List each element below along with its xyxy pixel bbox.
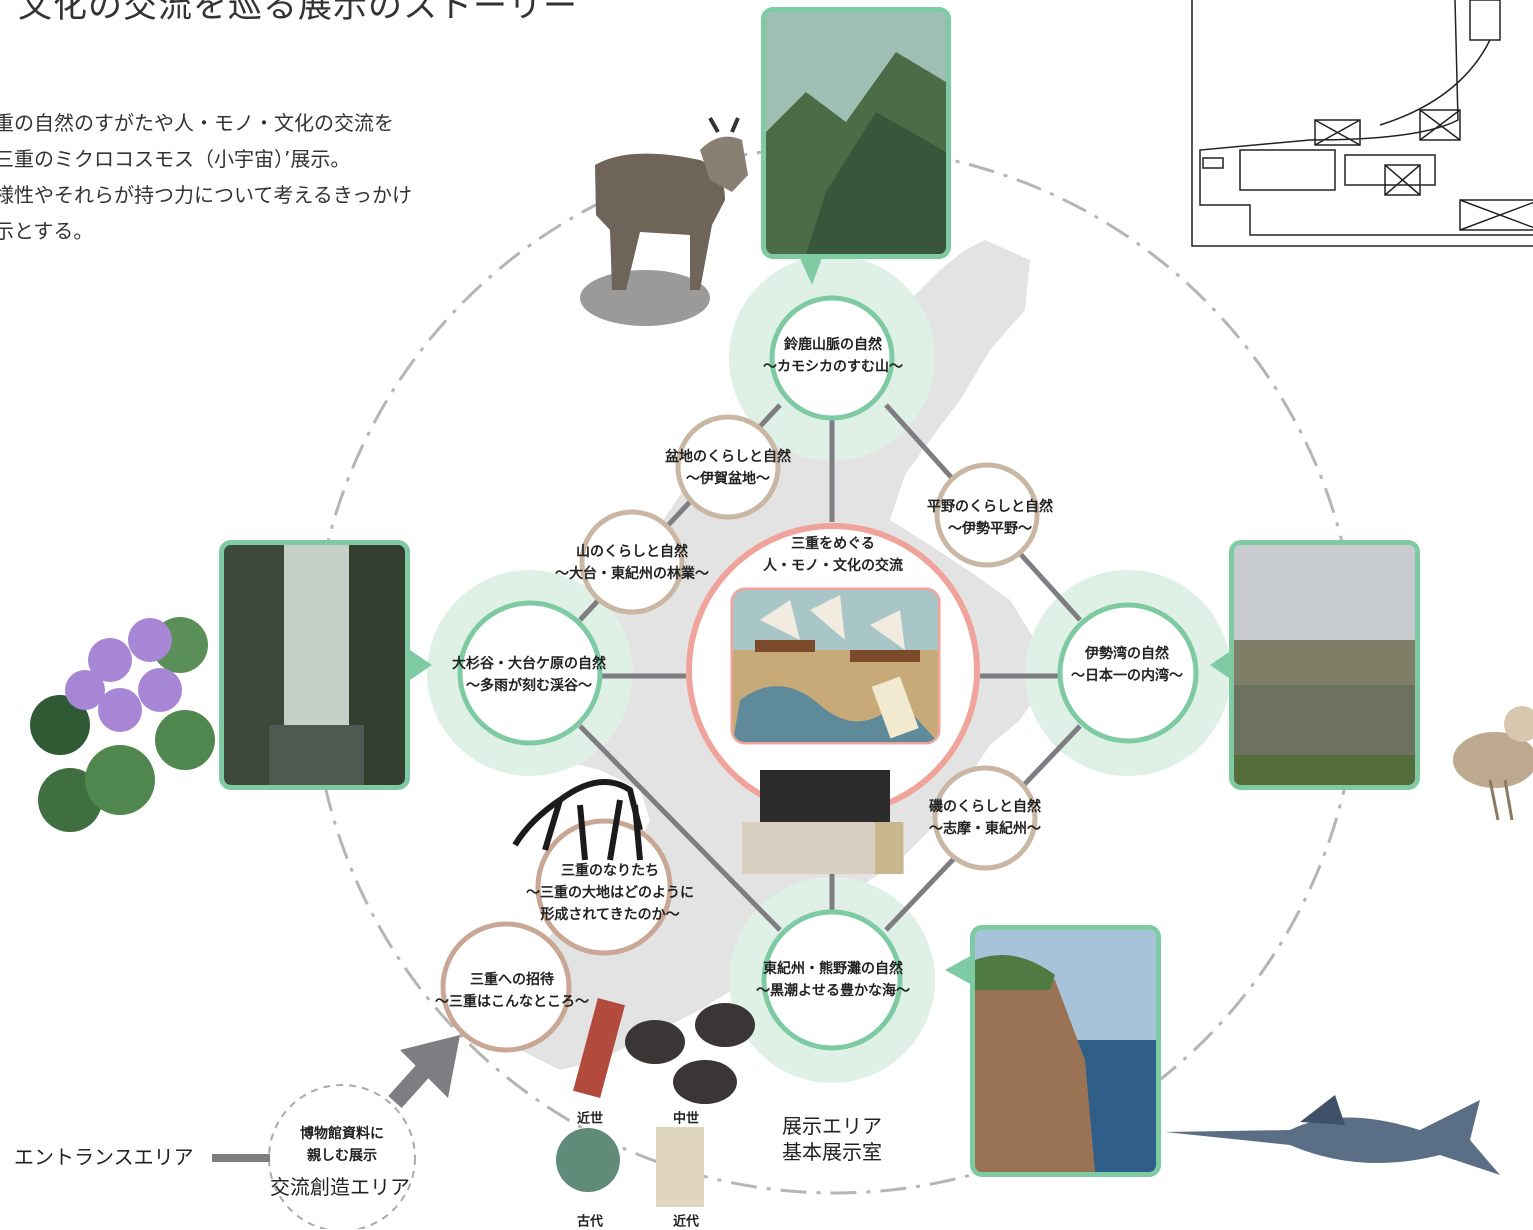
osugi-label-line-2: ～多雨が刻む渓谷～	[466, 678, 592, 694]
entrance-connector	[212, 1154, 270, 1162]
ise-plain-label: 平野のくらしと自然 ～伊勢平野～	[927, 496, 1053, 540]
exchange-note-line-1: 博物館資料に	[300, 1126, 384, 1142]
iga-label-line-2: ～伊賀盆地～	[686, 471, 770, 487]
era-kinsei: 近世	[576, 1111, 604, 1127]
swordfish-image	[1165, 1095, 1500, 1175]
exhibit-area-line-2: 基本展示室	[782, 1140, 882, 1164]
iso-label-line-1: 磯のくらしと自然	[929, 799, 1041, 815]
invite-label-line-2: ～三重はこんなところ～	[435, 994, 589, 1010]
photo-pointers	[410, 258, 1232, 985]
exchange-note-line-2: 親しむ展示	[307, 1148, 377, 1164]
suzuka-label-line-2: ～カモシカのすむ山～	[763, 359, 903, 375]
center-label: 三重をめぐる 人・モノ・文化の交流	[763, 533, 903, 577]
primrose-image	[30, 617, 215, 832]
documents-image	[742, 770, 904, 874]
exchange-area-label: 交流創造エリア	[270, 1175, 410, 1199]
origin-label: 三重のなりたち ～三重の大地はどのように 形成されてきたのか～	[526, 860, 694, 926]
page-title: 文化の交流を巡る展示のストーリー	[18, 0, 578, 26]
plover-image	[1453, 706, 1533, 821]
suzuka-label-line-1: 鈴鹿山脈の自然	[784, 337, 882, 353]
exhibit-area-line-1: 展示エリア	[782, 1114, 882, 1138]
entrance-area-label: エントランスエリア	[14, 1145, 194, 1169]
suzuka-label: 鈴鹿山脈の自然 ～カモシカのすむ山～	[763, 334, 903, 378]
origin-label-line-2: ～三重の大地はどのように	[526, 885, 694, 901]
ise-plain-label-line-1: 平野のくらしと自然	[927, 499, 1053, 515]
node-invite	[440, 921, 572, 1053]
exchange-area-note: 博物館資料に 親しむ展示	[300, 1123, 384, 1167]
floor-plan	[1191, 0, 1533, 247]
intro-line-3: 様性やそれらが持つ力について考えるきっかけ	[0, 183, 412, 207]
node-osugi	[457, 600, 603, 746]
ise-bay-label: 伊勢湾の自然 ～日本一の内湾～	[1071, 643, 1183, 687]
photo-kumano-coast	[970, 925, 1161, 1177]
kumano-label-line-2: ～黒潮よせる豊かな海～	[756, 983, 910, 999]
serow-image	[580, 117, 748, 326]
node-iga	[675, 414, 781, 520]
center-label-line-2: 人・モノ・文化の交流	[763, 558, 903, 574]
intro-line-1: 重の自然のすがたや人・モノ・文化の交流を	[0, 111, 394, 135]
origin-label-line-1: 三重のなりたち	[561, 863, 659, 879]
ise-plain-label-line-2: ～伊勢平野～	[948, 521, 1032, 537]
artifacts-image	[556, 998, 755, 1207]
osugi-label: 大杉谷・大台ケ原の自然 ～多雨が刻む渓谷～	[452, 653, 606, 697]
center-label-line-1: 三重をめぐる	[791, 536, 875, 552]
mountain-label-line-2: ～大台・東紀州の林業～	[555, 566, 709, 582]
intro-line-2: 三重のミクロコスモス（小宇宙）’展示。	[0, 147, 351, 171]
node-iso	[932, 765, 1038, 871]
entry-arrow	[388, 1035, 460, 1109]
era-chusei: 中世	[672, 1111, 700, 1127]
mountain-label: 山のくらしと自然 ～大台・東紀州の林業～	[555, 541, 709, 585]
mountain-label-line-1: 山のくらしと自然	[576, 544, 688, 560]
origin-label-line-3: 形成されてきたのか～	[540, 907, 680, 923]
osugi-label-line-1: 大杉谷・大台ケ原の自然	[452, 656, 606, 672]
iso-label-line-2: ～志摩・東紀州～	[929, 821, 1041, 837]
node-mountain	[579, 509, 685, 615]
node-kumano	[761, 909, 903, 1051]
era-kindai: 近代	[672, 1214, 700, 1230]
iga-label-line-1: 盆地のくらしと自然	[665, 449, 791, 465]
intro-line-4: 示とする。	[0, 219, 94, 243]
ise-bay-label-line-2: ～日本一の内湾～	[1071, 668, 1183, 684]
era-kodai: 古代	[576, 1214, 604, 1230]
photo-suzuka-mountains	[761, 7, 951, 259]
invite-label: 三重への招待 ～三重はこんなところ～	[435, 969, 589, 1013]
photo-ise-bay-tidal-flat	[1229, 540, 1420, 790]
kumano-label: 東紀州・熊野灘の自然 ～黒潮よせる豊かな海～	[756, 958, 910, 1002]
iga-label: 盆地のくらしと自然 ～伊賀盆地～	[665, 446, 791, 490]
invite-label-line-1: 三重への招待	[470, 972, 554, 988]
kumano-label-line-1: 東紀州・熊野灘の自然	[763, 961, 903, 977]
exhibit-area-label: 展示エリア 基本展示室	[782, 1113, 882, 1165]
node-ise-plain	[934, 462, 1040, 568]
iso-label: 磯のくらしと自然 ～志摩・東紀州～	[929, 796, 1041, 840]
center-painting	[730, 587, 941, 745]
mammoth-skeleton-image	[512, 779, 643, 861]
node-ise-bay	[1057, 602, 1199, 744]
ise-bay-label-line-1: 伊勢湾の自然	[1085, 646, 1169, 662]
photo-osugi-gorge	[219, 540, 410, 790]
exchange-area-circle	[268, 1084, 416, 1229]
node-suzuka	[769, 295, 895, 421]
